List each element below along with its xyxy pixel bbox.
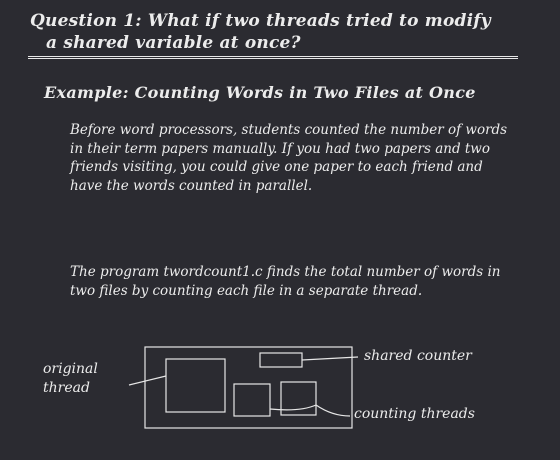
label-original-thread-text: original thread xyxy=(43,361,98,396)
counting-thread-box-2 xyxy=(280,381,317,416)
label-counting-threads: counting threads xyxy=(354,406,475,422)
label-original-thread: original thread xyxy=(43,360,98,398)
example-heading: Example: Counting Words in Two Files at … xyxy=(44,83,476,102)
paragraph-twordcount-program: The program twordcount1.c finds the tota… xyxy=(70,264,501,299)
title-line-2: a shared variable at once? xyxy=(46,33,301,53)
shared-counter-pointer xyxy=(301,356,359,361)
counting-threads-pointer xyxy=(269,404,351,417)
counting-thread-box-1 xyxy=(233,383,271,417)
original-thread-box xyxy=(165,358,226,413)
shared-counter-box xyxy=(259,352,303,368)
paragraph-word-processors: Before word processors, students counted… xyxy=(70,122,508,194)
slide-title: Question 1: What if two threads tried to… xyxy=(30,10,535,54)
title-divider xyxy=(28,56,518,59)
process-box xyxy=(144,346,353,429)
original-thread-pointer xyxy=(128,375,167,386)
title-line-1: Question 1: What if two threads tried to… xyxy=(30,11,491,31)
label-shared-counter: shared counter xyxy=(364,348,472,364)
